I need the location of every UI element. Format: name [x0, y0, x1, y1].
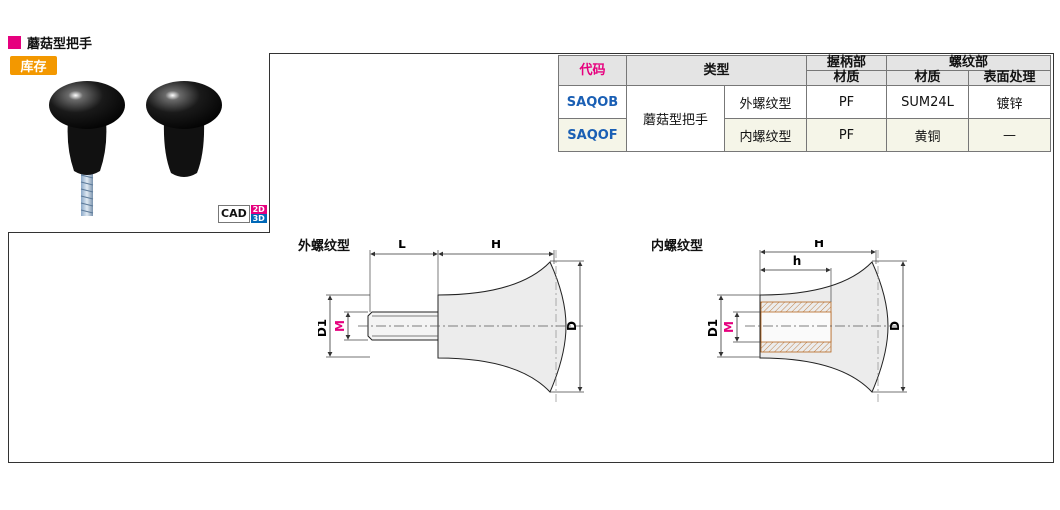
female-drawing-title: 内螺纹型 [651, 239, 704, 254]
row-thread-material: 黄铜 [886, 118, 969, 152]
male-drawing-title: 外螺纹型 [298, 239, 351, 254]
row-grip-material: PF [806, 118, 887, 152]
sub-surface: 表面处理 [968, 70, 1051, 86]
row-subtype: 内螺纹型 [724, 118, 807, 152]
dim-M: M [333, 320, 347, 332]
heading-title: 蘑菇型把手 [27, 36, 93, 52]
row-type-name: 蘑菇型把手 [626, 85, 725, 152]
head-code: 代码 [558, 55, 627, 86]
row-subtype: 外螺纹型 [724, 85, 807, 119]
male-drawing: L H D1 M D [318, 240, 584, 405]
product-photo [49, 81, 222, 216]
section-heading: 蘑菇型把手 [8, 33, 93, 52]
row-code[interactable]: SAQOF [558, 118, 627, 152]
dim-h: h [793, 254, 802, 268]
cad-badge[interactable]: CAD 2D 3D [218, 205, 267, 223]
content-frame [8, 53, 1054, 463]
head-thread: 螺纹部 [886, 55, 1051, 71]
sub-thread-material: 材质 [886, 70, 969, 86]
spec-table: 代码 类型 握柄部 螺纹部 材质 材质 表面处理 SAQOB 蘑菇型把手 外螺纹… [558, 55, 1051, 152]
female-drawing: H h D1 M D [706, 240, 907, 405]
heading-square-icon [8, 35, 21, 49]
dim-H: H [814, 240, 824, 250]
dim-L: L [398, 240, 406, 251]
cad-2d-label: 2D [250, 205, 267, 214]
row-surface: — [968, 118, 1051, 152]
cad-label: CAD [218, 205, 250, 223]
sub-grip-material: 材质 [806, 70, 887, 86]
cad-3d-label: 3D [250, 214, 267, 223]
head-grip: 握柄部 [806, 55, 887, 71]
product-photo-box [8, 53, 270, 233]
stock-badge: 库存 [10, 56, 57, 75]
row-grip-material: PF [806, 85, 887, 119]
row-thread-material: SUM24L [886, 85, 969, 119]
dim-D: D [888, 321, 902, 331]
dim-D: D [565, 321, 579, 331]
row-surface: 镀锌 [968, 85, 1051, 119]
head-type: 类型 [626, 55, 807, 86]
dim-D1: D1 [706, 319, 720, 337]
dim-M: M [722, 321, 736, 333]
row-code[interactable]: SAQOB [558, 85, 627, 119]
table-row: SAQOF 内螺纹型 PF 黄铜 — [558, 118, 1051, 152]
knob-female-photo [146, 81, 222, 177]
dim-H: H [491, 240, 501, 251]
knob-male-photo [49, 81, 125, 216]
dim-D1: D1 [318, 319, 329, 337]
table-row: SAQOB 蘑菇型把手 外螺纹型 PF SUM24L 镀锌 [558, 85, 1051, 152]
